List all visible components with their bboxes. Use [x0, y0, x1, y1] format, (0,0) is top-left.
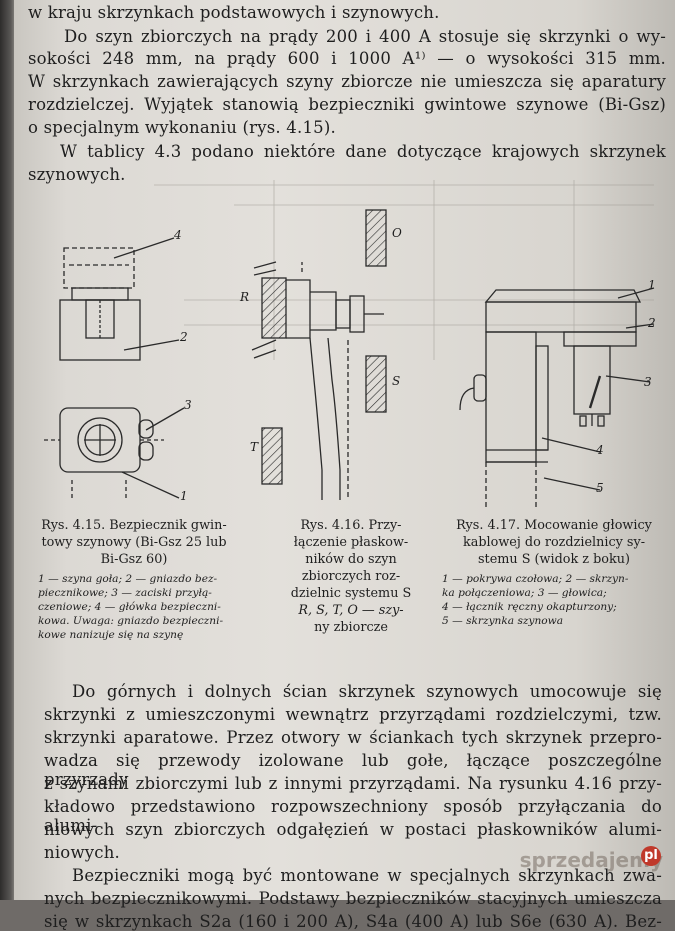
watermark-text: sprzedajemy [519, 848, 663, 872]
text-line: rozdzielczej. Wyjątek stanowią bezpieczn… [28, 95, 666, 114]
text-line: wadza się przewody izolowane lub gołe, ł… [44, 751, 662, 789]
fig-4-16-label-s: S [392, 374, 401, 388]
fig-4-15-drawing [44, 237, 185, 500]
text-line: nych bezpiecznikowymi. Podstawy bezpiecz… [44, 889, 662, 908]
fig-4-17-drawing [459, 287, 655, 510]
text-line: skrzynki aparatowe. Przez otwory w ścian… [44, 728, 662, 747]
fig-4-17-label-5: 5 [596, 481, 604, 495]
text-line: o specjalnym wykonaniu (rys. 4.15). [28, 118, 336, 137]
fig-4-15-legend: 1 — szyna goła; 2 — gniazdo bez- pieczni… [38, 573, 224, 641]
fig-4-17-label-2: 2 [648, 316, 656, 330]
text-line: Bezpieczniki mogą być montowane w specja… [72, 866, 662, 885]
fig-4-17-legend: 1 — pokrywa czołowa; 2 — skrzyn- ka połą… [442, 573, 629, 627]
book-spine-shadow [0, 0, 18, 900]
bleed-through-table [154, 180, 654, 360]
fig-4-17-label-1: 1 [648, 278, 656, 292]
fig-4-17-label-3: 3 [644, 375, 652, 389]
text-line: Do górnych i dolnych ścian skrzynek szyn… [72, 682, 662, 701]
fig-4-16-label-o: O [392, 226, 402, 240]
text-line: Do szyn zbiorczych na prądy 200 i 400 A … [64, 27, 666, 46]
text-line: się w skrzynkach S2a (160 i 200 A), S4a … [44, 912, 662, 931]
fig-4-15-label-3: 3 [184, 398, 192, 412]
text-line: szynowych. [28, 165, 126, 184]
text-line: W tablicy 4.3 podano niektóre dane dotyc… [60, 142, 666, 161]
text-line: skrzynki z umieszczonymi wewnątrz przyrz… [44, 705, 662, 724]
fig-4-17-caption: Rys. 4.17. Mocowanie głowicy kablowej do… [456, 518, 652, 567]
text-line: z szynami zbiorczymi lub z innymi przyrz… [44, 774, 662, 793]
fig-4-16-caption: Rys. 4.16. Przy- łączenie płaskow- ników… [290, 518, 412, 635]
fig-4-16-label-r: R [240, 290, 250, 304]
watermark-logo: pl [641, 846, 661, 866]
text-line: kładowo przedstawiono rozpowszechniony s… [44, 797, 662, 835]
book-page: w kraju skrzynkach podstawowych i szynow… [14, 0, 675, 931]
text-line: sokości 248 mm, na prądy 600 i 1000 A¹⁾ … [28, 49, 666, 68]
text-line: W skrzynkach zawierających szyny zbiorcz… [28, 72, 666, 91]
fig-4-16-label-t: T [250, 440, 259, 454]
text-line: niowych szyn zbiorczych odgałęzień w pos… [44, 820, 662, 839]
fig-4-15-label-4: 4 [174, 228, 182, 242]
figures-drawing [44, 180, 655, 510]
fig-4-15-label-1: 1 [180, 489, 188, 503]
fig-4-15-label-2: 2 [180, 330, 188, 344]
fig-4-16-drawing [251, 209, 387, 500]
fig-4-15-caption: Rys. 4.15. Bezpiecznik gwin- towy szynow… [41, 518, 227, 567]
text-line: w kraju skrzynkach podstawowych i szynow… [28, 3, 440, 22]
fig-4-17-label-4: 4 [596, 443, 604, 457]
text-line: niowych. [44, 843, 120, 862]
